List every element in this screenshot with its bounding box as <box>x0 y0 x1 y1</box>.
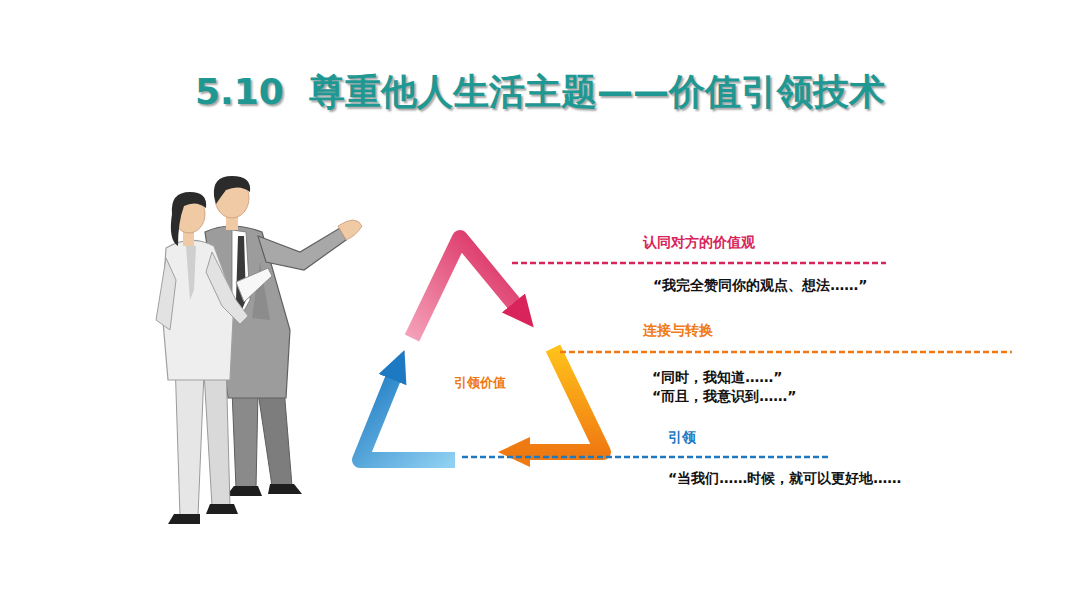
leader-line <box>560 351 1012 354</box>
center-label: 引领价值 <box>454 375 506 391</box>
woman-figure <box>156 192 272 524</box>
leader-line <box>512 262 886 265</box>
step-quote: “我完全赞同你的观点、想法……” <box>653 277 867 294</box>
step-quote: “当我们……时候，就可以更好地…… <box>668 470 901 487</box>
leader-line <box>462 456 830 459</box>
step-quote: “而且，我意识到……” <box>652 388 796 405</box>
step-heading: 引领 <box>668 429 696 446</box>
step-heading: 连接与转换 <box>643 322 713 339</box>
orange-arrow <box>526 348 603 452</box>
step-quote: “同时，我知道……” <box>652 369 782 386</box>
step-heading: 认同对方的价值观 <box>643 234 755 251</box>
cycle-triangle <box>360 238 603 460</box>
pink-arrow <box>412 238 516 338</box>
blue-arrow <box>360 376 455 460</box>
clipboard <box>236 268 272 302</box>
slide-title: 5.10 尊重他人生活主题——价值引领技术 <box>195 70 885 113</box>
